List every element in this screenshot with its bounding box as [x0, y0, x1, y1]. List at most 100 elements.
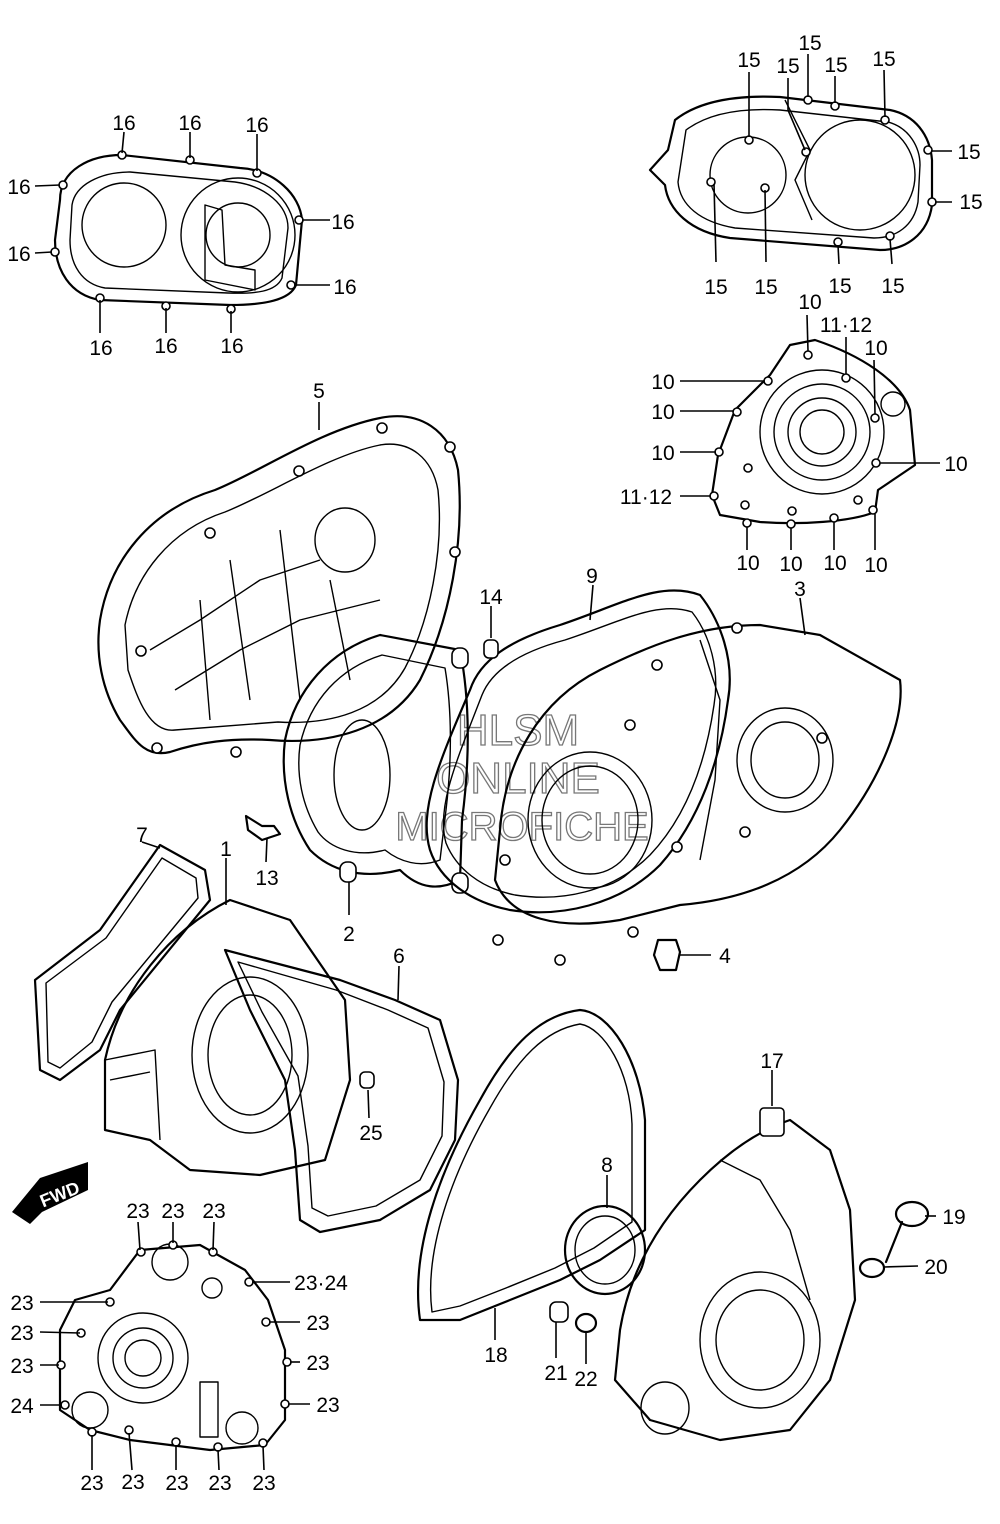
callout-10: 10 [651, 371, 674, 394]
callout-10: 10 [864, 337, 887, 360]
callout-2: 2 [343, 923, 355, 946]
dowel-pin-part-25 [359, 1071, 375, 1089]
gasket-part-18 [416, 1008, 647, 1322]
callout-10: 10 [651, 442, 674, 465]
cover-part-1 [103, 898, 352, 1177]
bolt-holes-15 [706, 95, 937, 247]
callout-10: 10 [736, 552, 759, 575]
callout-25: 25 [359, 1122, 382, 1145]
callout-20: 20 [924, 1256, 947, 1279]
washer-part-22 [574, 1312, 598, 1334]
callout-15: 15 [776, 55, 799, 78]
bolt-pattern-10-cover [709, 338, 917, 529]
callout-4: 4 [719, 945, 731, 968]
callout-11-12: 11·12 [820, 314, 872, 337]
callout-16: 16 [7, 243, 30, 266]
seal-ring-part-8 [563, 1204, 647, 1296]
callout-10: 10 [944, 453, 967, 476]
callout-15: 15 [881, 275, 904, 298]
callout-5: 5 [313, 380, 325, 403]
callout-22: 22 [574, 1368, 597, 1391]
bolt-bosses-5 [135, 422, 461, 758]
callout-16: 16 [112, 112, 135, 135]
callout-9: 9 [586, 565, 598, 588]
callout-23: 23 [208, 1472, 231, 1495]
callout-16: 16 [7, 176, 30, 199]
dowel-pin-part-14 [483, 639, 499, 659]
callout-10: 10 [823, 552, 846, 575]
callout-15: 15 [828, 275, 851, 298]
callout-19: 19 [942, 1206, 965, 1229]
callout-15: 15 [959, 191, 982, 214]
callout-23: 23 [126, 1200, 149, 1223]
watermark-line-1: HLSM [457, 706, 579, 755]
outer-cover-part-5 [97, 415, 461, 758]
callout-15: 15 [704, 276, 727, 299]
watermark-line-3: MICROFICHE [395, 805, 648, 849]
cover-part-23 [56, 1240, 292, 1452]
callout-23: 23 [161, 1200, 184, 1223]
callout-16: 16 [220, 335, 243, 358]
callout-10: 10 [651, 401, 674, 424]
callout-24: 24 [10, 1395, 34, 1418]
callout-3: 3 [794, 578, 806, 601]
callout-13: 13 [255, 867, 278, 890]
forward-direction-marker: FWD [12, 1162, 88, 1224]
bolt-part-13 [244, 814, 282, 842]
callout-23: 23 [80, 1472, 103, 1495]
callout-18: 18 [484, 1344, 507, 1367]
callout-23: 23 [202, 1200, 225, 1223]
callout-23: 23 [252, 1472, 275, 1495]
oil-filler-cap-part-19 [884, 1200, 930, 1264]
callout-23: 23 [10, 1292, 33, 1315]
callout-15: 15 [737, 49, 760, 72]
callout-16: 16 [178, 112, 201, 135]
callout-23-24: 23·24 [294, 1272, 348, 1295]
plug-part-21 [549, 1301, 569, 1323]
callout-23: 23 [306, 1352, 329, 1375]
bolt-holes-10 [709, 350, 881, 529]
callout-16: 16 [331, 211, 354, 234]
callout-15: 15 [798, 32, 821, 55]
callout-15: 15 [754, 276, 777, 299]
bolt-bosses-3 [492, 622, 828, 966]
callout-10: 10 [864, 554, 887, 577]
cover-part-17 [613, 1107, 857, 1442]
callout-labels: 16 16 16 16 16 16 16 16 16 16 15 15 15 1… [7, 32, 982, 1495]
callout-1: 1 [220, 838, 232, 861]
cover-part-3 [492, 622, 902, 966]
callout-17: 17 [760, 1050, 783, 1073]
callout-23: 23 [316, 1394, 339, 1417]
callout-10: 10 [798, 291, 821, 314]
callout-10: 10 [779, 553, 802, 576]
leader-lines [34, 54, 952, 1471]
callout-16: 16 [333, 276, 356, 299]
gasket-part-9 [425, 589, 731, 914]
callout-16: 16 [89, 337, 112, 360]
callout-16: 16 [154, 335, 177, 358]
callout-23: 23 [10, 1355, 33, 1378]
callout-6: 6 [393, 945, 405, 968]
o-ring-part-20 [858, 1257, 886, 1279]
bolt-pattern-16-cover [50, 150, 304, 314]
callout-15: 15 [872, 48, 895, 71]
callout-15: 15 [824, 54, 847, 77]
callout-23: 23 [121, 1471, 144, 1494]
callout-16: 16 [245, 114, 268, 137]
gasket-part-6 [223, 948, 460, 1234]
plug-part-4 [652, 938, 682, 972]
bolt-holes-16 [50, 150, 304, 314]
callout-23: 23 [165, 1472, 188, 1495]
callout-23: 23 [306, 1312, 329, 1335]
callout-23: 23 [10, 1322, 33, 1345]
callout-11-12: 11·12 [620, 486, 672, 509]
watermark: HLSM ONLINE MICROFICHE [395, 705, 650, 849]
callout-7: 7 [136, 824, 148, 847]
watermark-line-2: ONLINE [436, 754, 600, 803]
callout-8: 8 [601, 1154, 613, 1177]
gasket-part-7 [33, 843, 212, 1082]
bolt-pattern-15-cover [648, 95, 937, 252]
callout-21: 21 [544, 1362, 567, 1385]
callout-14: 14 [479, 586, 503, 609]
